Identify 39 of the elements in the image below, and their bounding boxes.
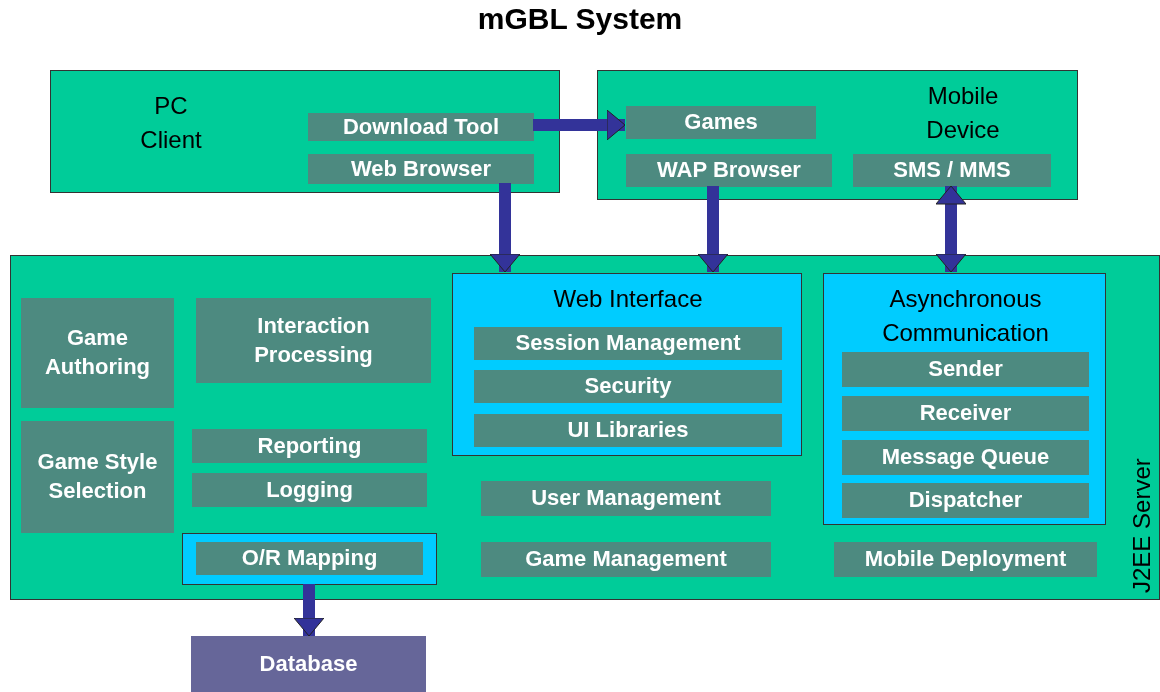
module-block: SMS / MMS [853,154,1051,187]
module-block: Web Browser [308,154,534,184]
panel-title: J2EE Server [1127,458,1156,593]
module-block: Game Style Selection [21,421,174,533]
module-block: WAP Browser [626,154,832,187]
arrow [935,185,967,273]
module-block: Session Management [474,327,782,360]
module-block: Game Authoring [21,298,174,408]
module-block: UI Libraries [474,414,782,447]
module-block: O/R Mapping [196,542,423,575]
module-block: Message Queue [842,440,1089,475]
module-block: Download Tool [308,113,534,141]
module-block: User Management [481,481,771,516]
panel-title: PC Client [139,91,203,155]
module-group-panel [452,273,802,456]
module-frame [182,533,437,585]
arrow [489,183,521,273]
module-block: Reporting [192,429,427,463]
panel-title: Web Interface [552,284,704,314]
panel-title: Asynchronous Communication [881,284,1050,348]
module-block: Dispatcher [842,483,1089,518]
system-panel [10,255,1160,600]
arrow [533,109,626,141]
arrow [697,186,729,273]
arrow [293,584,325,637]
panel-title: Mobile Device [925,81,1001,145]
module-block: Receiver [842,396,1089,431]
system-panel [597,70,1078,200]
module-block: Mobile Deployment [834,542,1097,577]
diagram-title: mGBL System [476,2,684,36]
database-block: Database [191,636,426,692]
module-block: Logging [192,473,427,507]
module-block: Games [626,106,816,139]
module-block: Interaction Processing [196,298,431,383]
module-block: Game Management [481,542,771,577]
system-panel [50,70,560,193]
module-group-panel [823,273,1106,525]
module-block: Sender [842,352,1089,387]
module-block: Security [474,370,782,403]
